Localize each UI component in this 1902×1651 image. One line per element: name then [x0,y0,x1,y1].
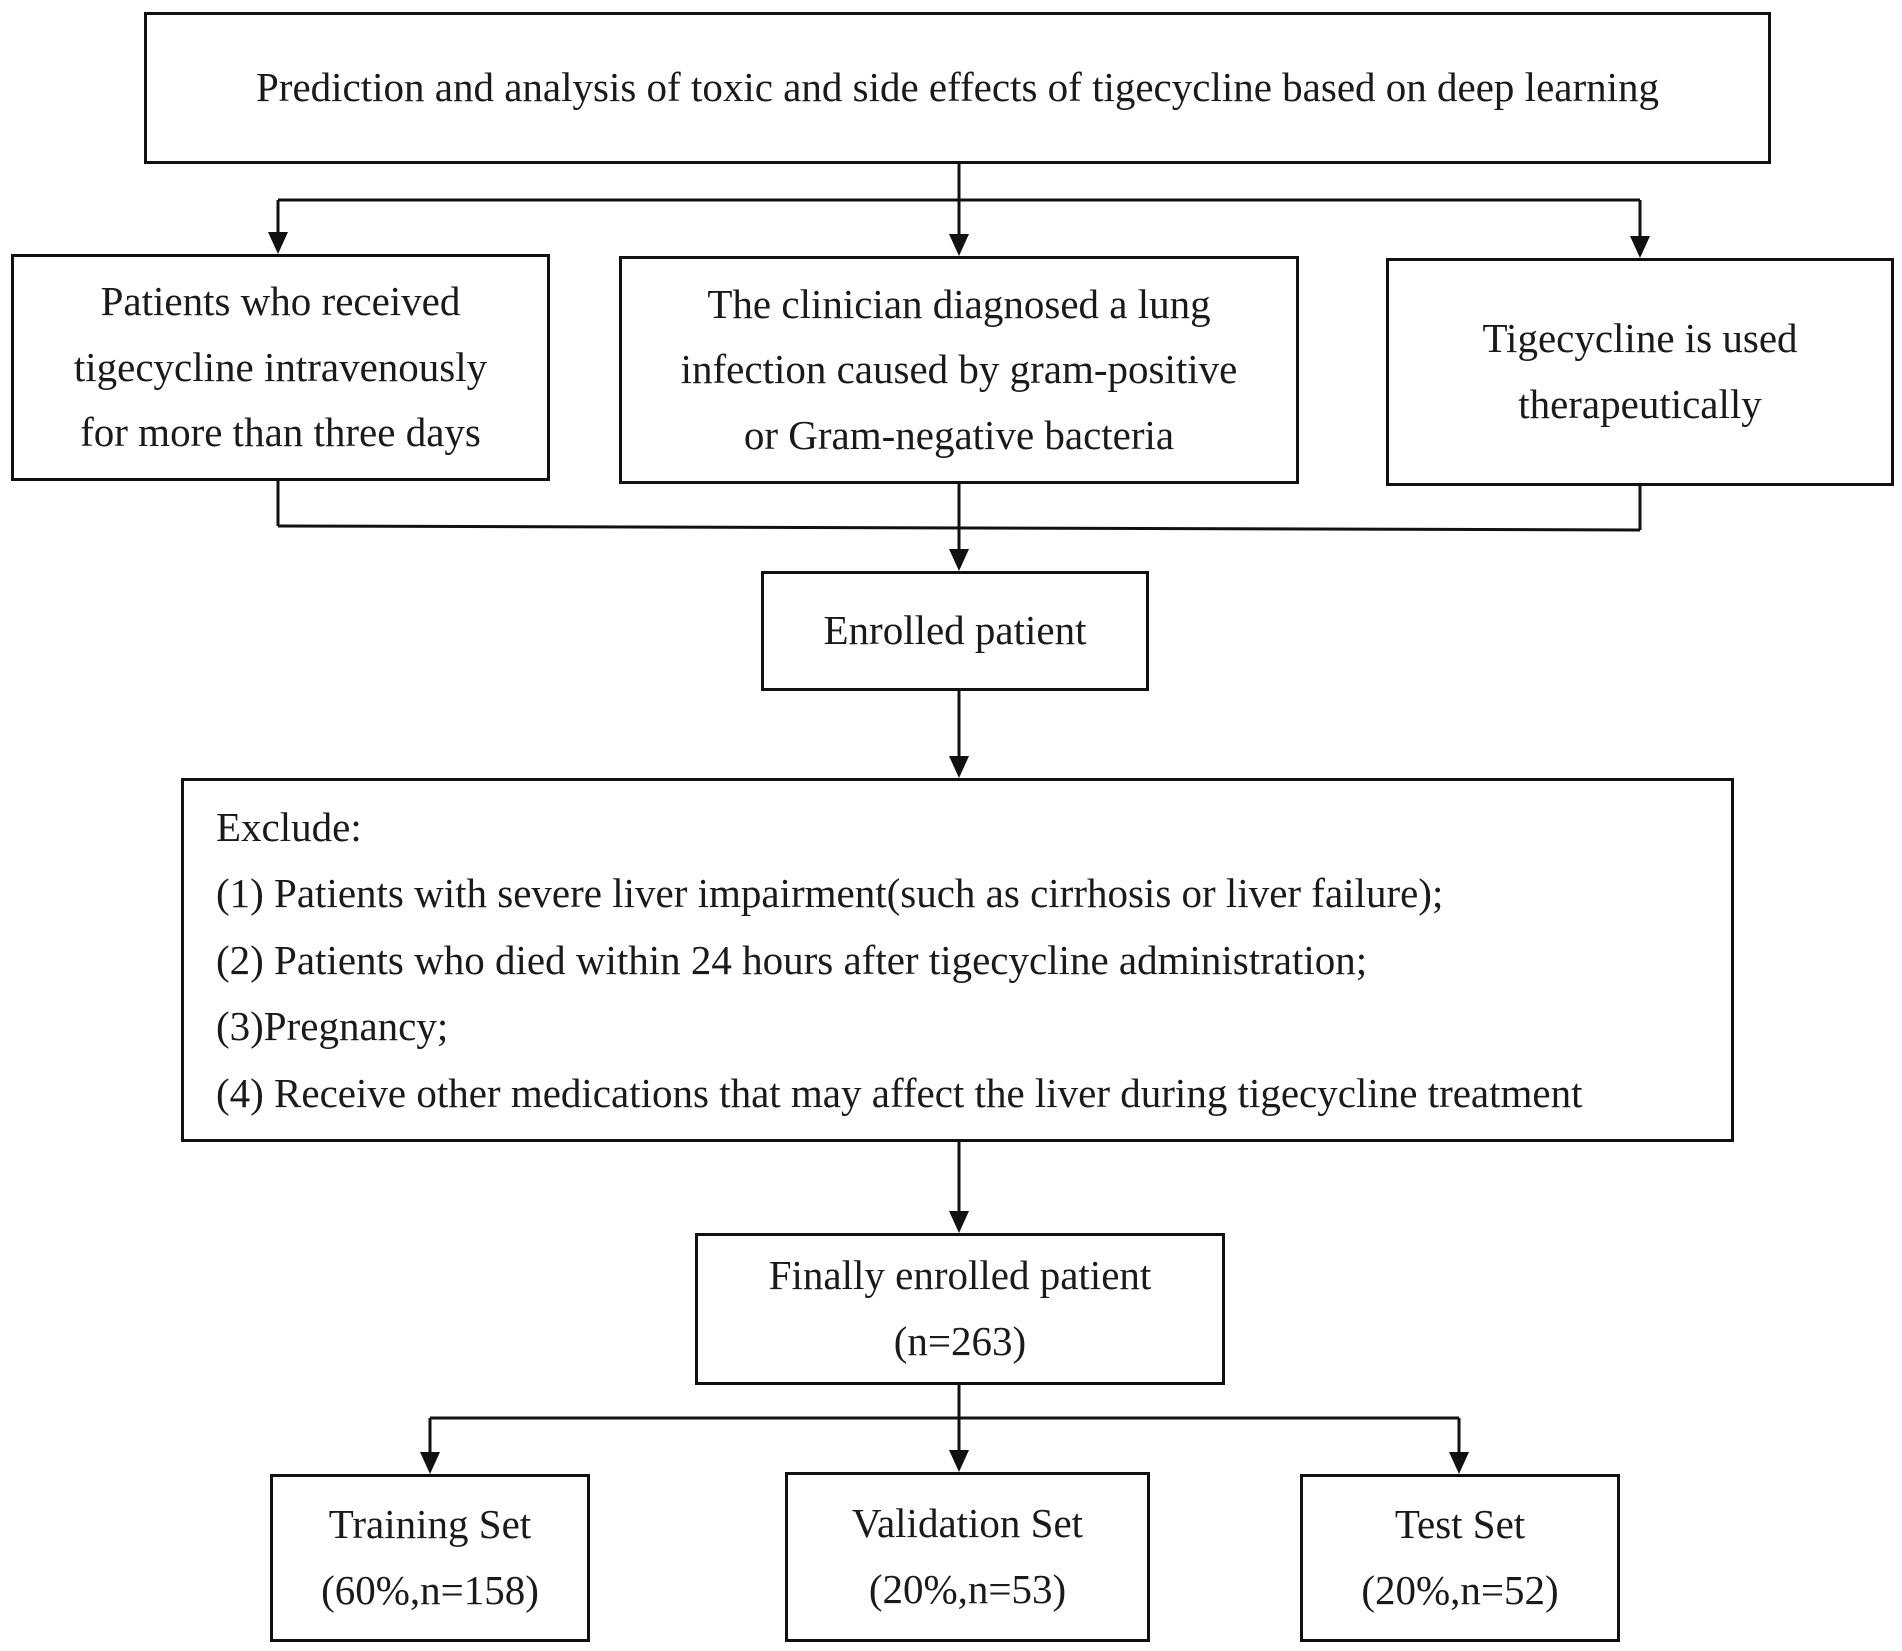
criterion-1-line-3: for more than three days [80,409,481,456]
title-text: Prediction and analysis of toxic and sid… [255,64,1660,111]
arrowhead-training [420,1452,440,1474]
criterion-box-lung-infection: The clinician diagnosed a lung infection… [619,256,1299,484]
test-set-label: Test Set [1394,1501,1526,1548]
final-enrolled-label: Finally enrolled patient [768,1252,1152,1299]
criterion-2-line-3: or Gram-negative bacteria [743,411,1175,458]
title-box: Prediction and analysis of toxic and sid… [144,12,1771,164]
final-enrolled-count: (n=263) [893,1318,1027,1364]
validation-set-label: Validation Set [851,1500,1084,1547]
criterion-2-line-1: The clinician diagnosed a lung [707,280,1211,327]
validation-set-box: Validation Set (20%,n=53) [785,1472,1150,1642]
training-set-box: Training Set (60%,n=158) [270,1474,590,1642]
arrowhead-final [949,1211,969,1233]
exclusion-item-3: (3)Pregnancy; [216,1003,449,1050]
arrowhead-exclude [949,756,969,778]
arrowhead-criterion-1 [268,232,288,254]
test-set-box: Test Set (20%,n=52) [1300,1474,1620,1642]
exclusion-item-2: (2) Patients who died within 24 hours af… [216,936,1368,983]
criterion-3-line-1: Tigecycline is used [1482,315,1798,362]
training-set-label: Training Set [328,1501,532,1548]
arrowheads [268,232,1650,1474]
criterion-2-line-2: infection caused by gram-positive [680,346,1238,393]
arrowhead-criterion-2 [949,234,969,256]
exclusion-item-1: (1) Patients with severe liver impairmen… [216,870,1444,917]
exclusion-heading: Exclude: [216,803,362,850]
arrowhead-criterion-3 [1630,236,1650,258]
arrowhead-enrolled [949,549,969,571]
criterion-1-line-2: tigecycline intravenously [73,343,488,390]
enrolled-patient-text: Enrolled patient [823,607,1087,654]
exclusion-criteria-box: Exclude: (1) Patients with severe liver … [181,778,1734,1142]
criterion-box-intravenous: Patients who received tigecycline intrav… [11,254,550,481]
test-set-count: (20%,n=52) [1361,1567,1559,1613]
arrowhead-test [1449,1452,1469,1474]
final-enrolled-box: Finally enrolled patient (n=263) [695,1233,1225,1385]
criterion-1-line-1: Patients who received [100,278,461,325]
training-set-count: (60%,n=158) [321,1567,539,1613]
validation-set-count: (20%,n=53) [868,1566,1067,1612]
exclusion-item-4: (4) Receive other medications that may a… [216,1069,1583,1116]
arrowhead-validation [949,1450,969,1472]
enrolled-patient-box: Enrolled patient [761,571,1149,691]
criterion-box-therapeutic-use: Tigecycline is used therapeutically [1386,258,1894,486]
criterion-3-line-2: therapeutically [1518,381,1762,427]
